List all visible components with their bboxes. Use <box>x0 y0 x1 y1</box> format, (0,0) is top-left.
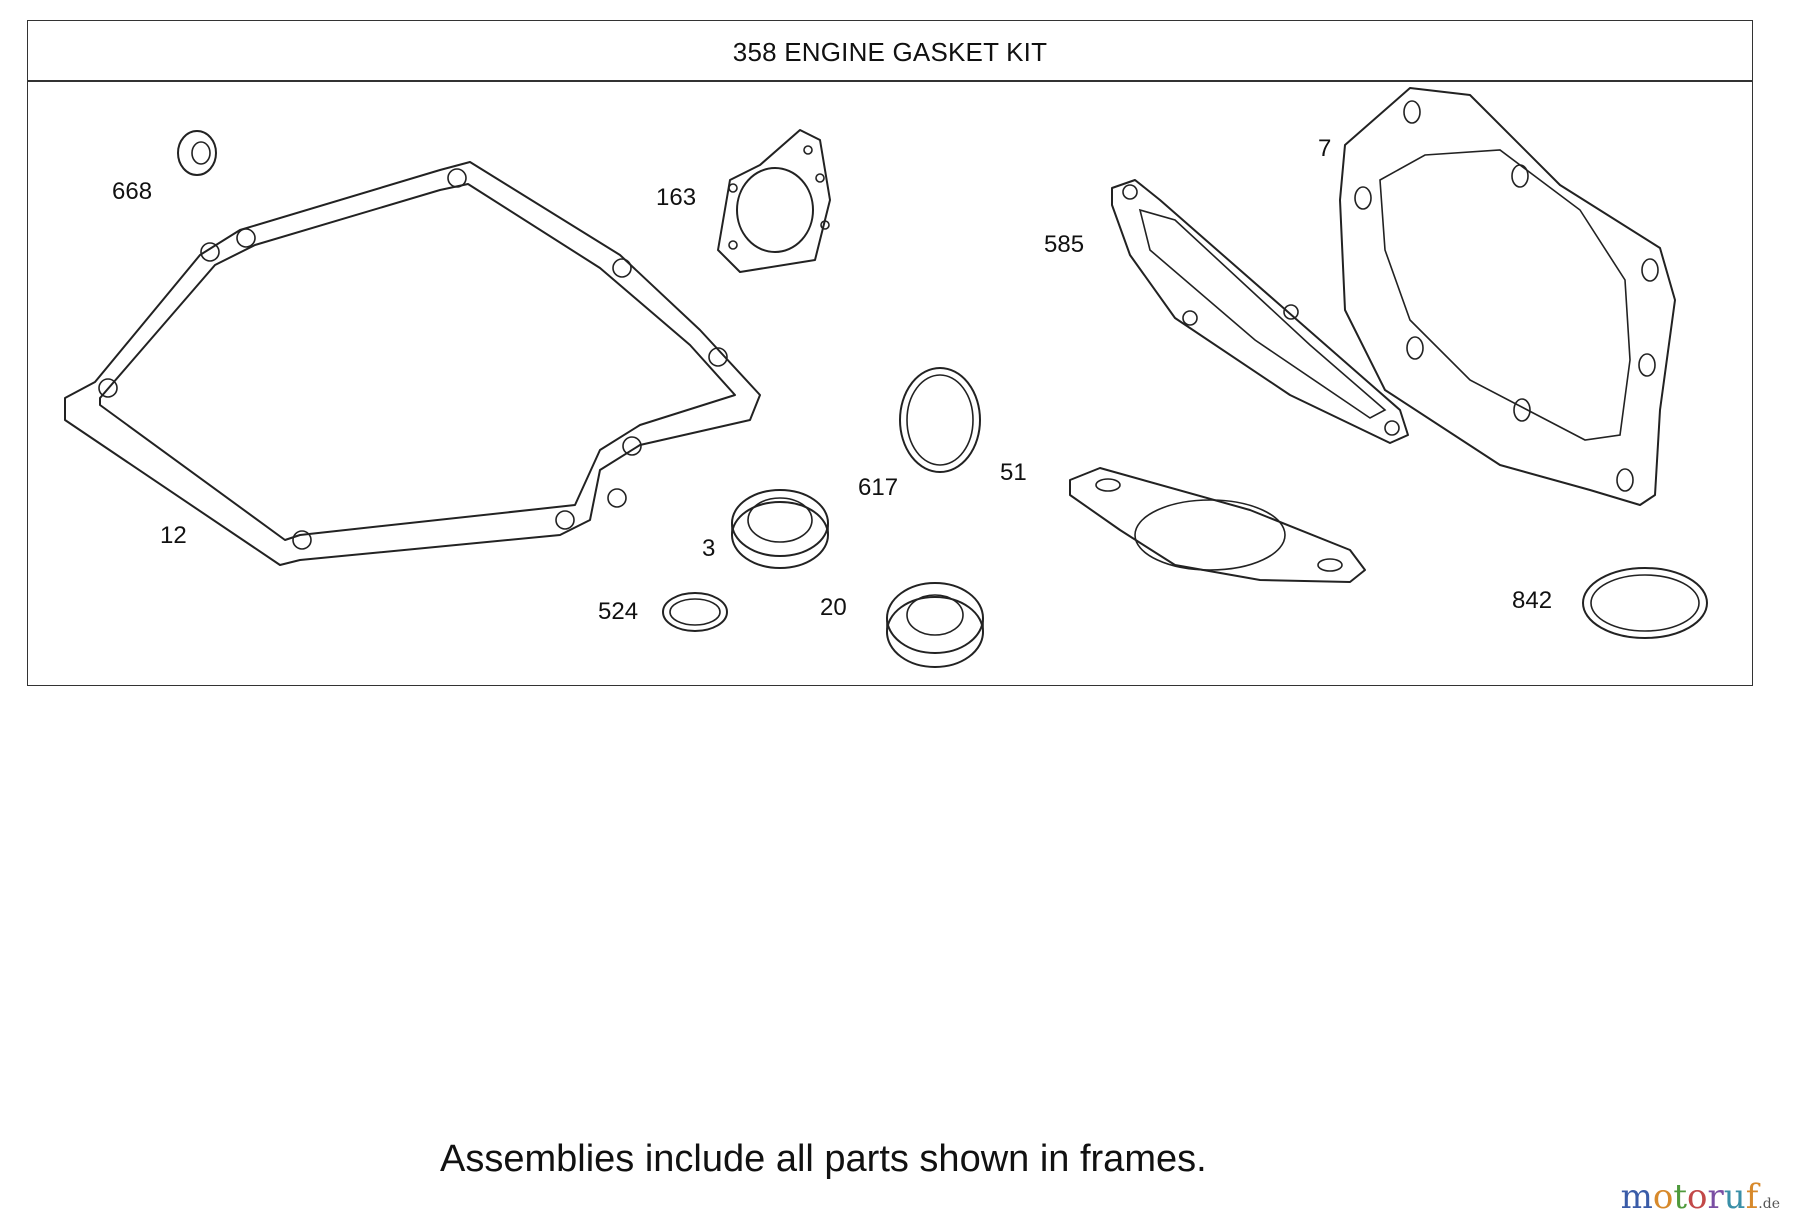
callout-20: 20 <box>820 594 847 621</box>
watermark-logo: motoruf.de <box>1620 1177 1780 1217</box>
part-163-gasket-drawing <box>717 129 831 273</box>
part-51-exhaust-gasket-drawing <box>1069 467 1366 583</box>
callout-585: 585 <box>1044 231 1085 258</box>
callout-524: 524 <box>598 598 639 625</box>
callout-12: 12 <box>160 522 187 549</box>
part-7-head-gasket-drawing <box>1339 87 1676 506</box>
callout-668: 668 <box>112 178 153 205</box>
callout-3: 3 <box>702 535 716 562</box>
part-842-oring-drawing <box>1582 567 1708 639</box>
part-524-ring-drawing <box>662 592 728 632</box>
parts-frame: 358 ENGINE GASKET KIT <box>27 20 1753 686</box>
part-668-seal-drawing <box>177 130 217 176</box>
part-20-oil-seal-drawing <box>886 582 984 668</box>
callout-617: 617 <box>858 474 899 501</box>
part-12-crankcase-gasket-drawing <box>64 161 761 566</box>
callout-163: 163 <box>656 184 697 211</box>
callout-7: 7 <box>1318 135 1332 162</box>
callout-842: 842 <box>1512 587 1553 614</box>
callout-51: 51 <box>1000 459 1027 486</box>
part-585-intake-gasket-drawing <box>1111 179 1409 444</box>
part-617-oring-drawing <box>899 367 981 473</box>
part-3-oil-seal-drawing <box>731 489 829 569</box>
kit-title: 358 ENGINE GASKET KIT <box>732 37 1048 67</box>
footer-note: Assemblies include all parts shown in fr… <box>440 1138 1207 1180</box>
frame-header: 358 ENGINE GASKET KIT <box>28 21 1752 82</box>
